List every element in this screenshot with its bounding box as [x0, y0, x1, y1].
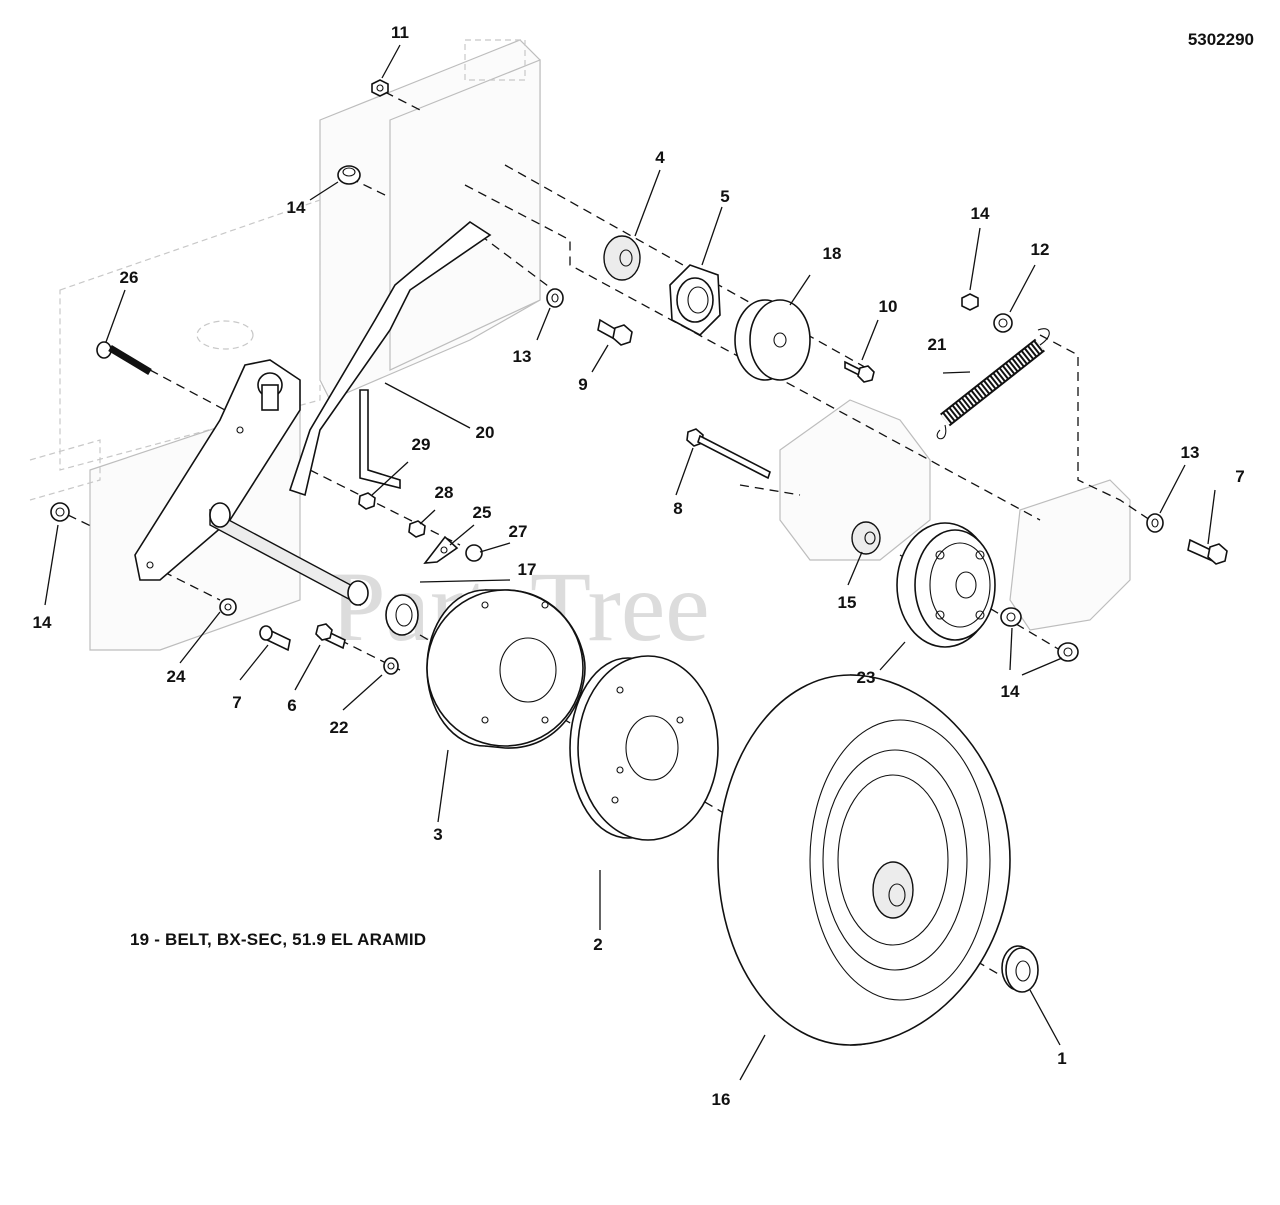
- part-18-pulley: [734, 299, 811, 381]
- callout-16: 16: [712, 1090, 731, 1109]
- callout-21: 21: [928, 335, 947, 354]
- callout-27: 27: [509, 522, 528, 541]
- part-21-spring: [936, 328, 1050, 440]
- callout-12: 12: [1031, 240, 1050, 259]
- part-14-nuts-right: [1000, 607, 1079, 662]
- part-shaft-tube: [209, 502, 369, 607]
- callout-10: 10: [879, 297, 898, 316]
- part-2-pulley: [569, 655, 719, 841]
- part-13-9-hardware: [546, 288, 633, 346]
- part-23-idler-pulley: [896, 522, 996, 648]
- callout-25: 25: [473, 503, 492, 522]
- callout-4: 4: [655, 148, 665, 167]
- callout-1: 1: [1057, 1049, 1066, 1068]
- callout-7-right: 7: [1235, 467, 1244, 486]
- callout-13-left: 13: [513, 347, 532, 366]
- callout-26: 26: [120, 268, 139, 287]
- callout-14-lower-right: 14: [1001, 682, 1020, 701]
- belt-note: 19 - BELT, BX-SEC, 51.9 EL ARAMID: [130, 930, 427, 949]
- callout-14-top: 14: [287, 198, 306, 217]
- drawing-number: 5302290: [1187, 30, 1254, 49]
- callout-14-left: 14: [33, 613, 52, 632]
- callout-labels: 11 14 26 14 1 2 3 4 5 6 7 7 8 9 10 12 13…: [33, 23, 1245, 1109]
- part-3-hub: [426, 589, 586, 749]
- callout-13-right: 13: [1181, 443, 1200, 462]
- callout-5: 5: [720, 187, 729, 206]
- callout-22: 22: [330, 718, 349, 737]
- part-1-collar: [1001, 945, 1039, 993]
- part-13-7-hardware-right: [1146, 513, 1228, 565]
- callout-24: 24: [167, 667, 186, 686]
- part-15-spacer: [851, 521, 881, 555]
- callout-8: 8: [673, 499, 682, 518]
- part-10-bolt: [844, 360, 875, 383]
- callout-20: 20: [476, 423, 495, 442]
- callout-18: 18: [823, 244, 842, 263]
- callout-29: 29: [412, 435, 431, 454]
- part-17-bushing: [385, 594, 419, 636]
- callout-17: 17: [518, 560, 537, 579]
- leader-lines: [44, 44, 1216, 1081]
- part-8-bolt: [686, 428, 771, 480]
- callout-28: 28: [435, 483, 454, 502]
- callout-9: 9: [578, 375, 587, 394]
- callout-14-upper-right: 14: [971, 204, 990, 223]
- callout-11: 11: [391, 23, 409, 42]
- part-11-nut: [371, 79, 389, 97]
- part-12-14-hardware: [961, 293, 1013, 333]
- callout-6: 6: [287, 696, 296, 715]
- callout-7-left: 7: [232, 693, 241, 712]
- part-4-spacer: [603, 235, 641, 281]
- callout-15: 15: [838, 593, 857, 612]
- part-16-wheel: [717, 674, 1011, 1046]
- callout-3: 3: [433, 825, 442, 844]
- part-idler-arm-plate: [134, 359, 301, 581]
- part-5-bearing: [669, 264, 721, 336]
- part-14-nut-top: [337, 165, 361, 185]
- part-small-hardware-left: [50, 492, 483, 675]
- part-26-bolt: [96, 341, 152, 376]
- part-20-lever: [288, 221, 492, 497]
- callout-23: 23: [857, 668, 876, 687]
- callout-2: 2: [593, 935, 602, 954]
